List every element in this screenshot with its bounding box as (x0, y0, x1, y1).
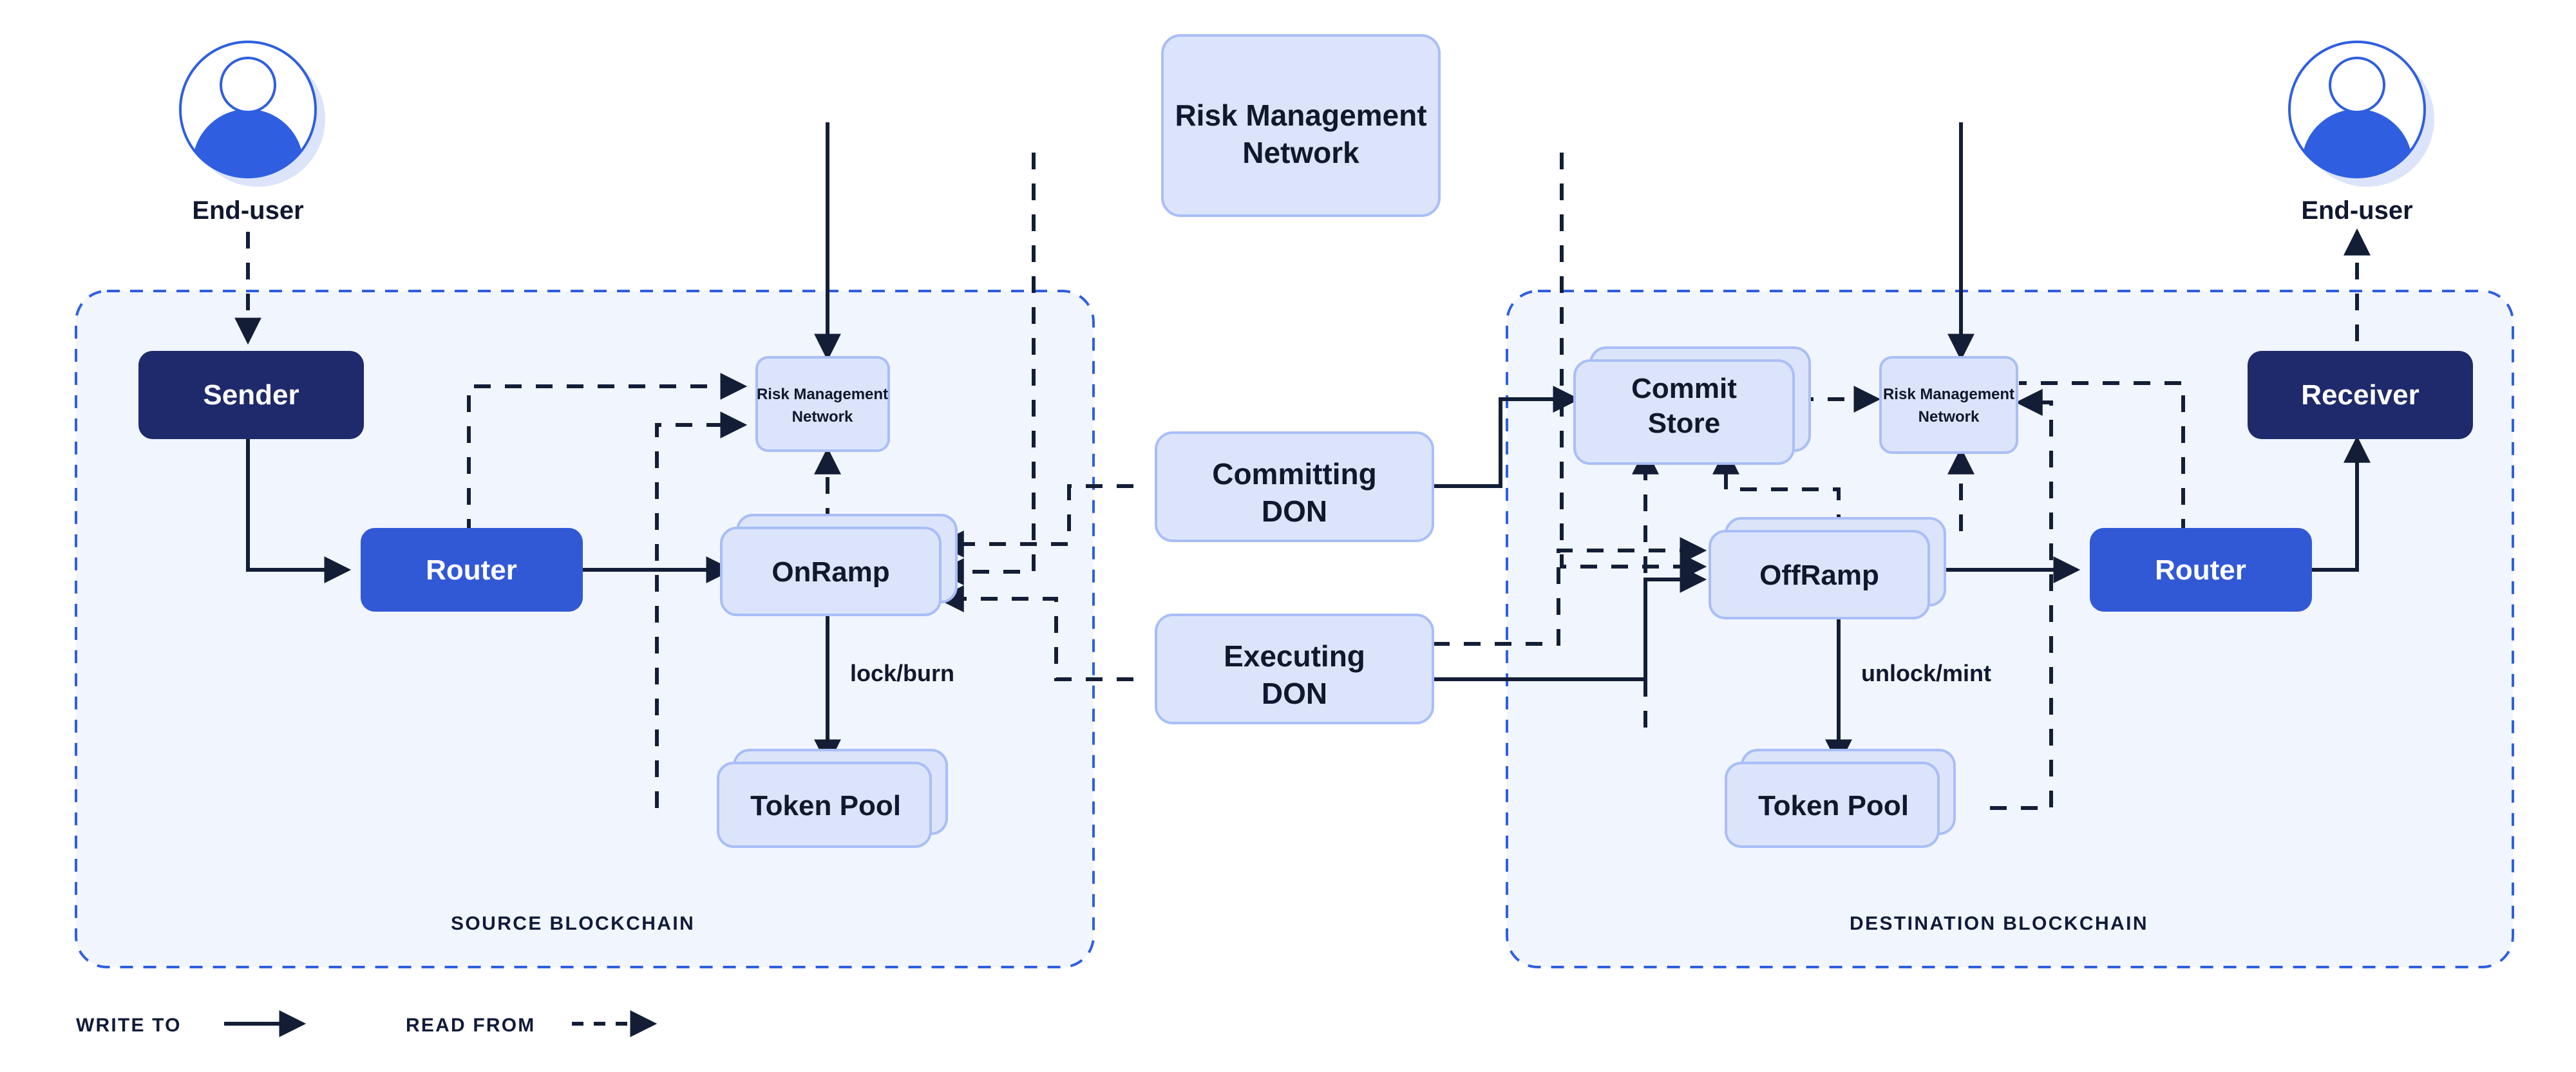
executing-don-line1: Executing (1224, 639, 1365, 673)
legend-write-to-label: WRITE TO (76, 1015, 182, 1036)
enduser-left-label: End-user (192, 196, 303, 225)
edge-committing-don-read-onramp (936, 484, 1133, 558)
rmn-dest-line1: Risk Management (1883, 386, 2014, 403)
commit-store-line1: Commit (1631, 373, 1737, 404)
edge-label-lock-burn: lock/burn (850, 660, 954, 686)
edge-tokenpool-src-to-rmn-source (655, 411, 748, 808)
edge-sender-to-router (246, 439, 352, 583)
node-sender[interactable]: Sender (138, 351, 364, 439)
node-token-pool-dest[interactable]: Token Pool (1725, 749, 1956, 848)
rmn-top-line1: Risk Management (1175, 99, 1426, 132)
node-risk-management-network-dest[interactable]: Risk Management Network (1879, 356, 2018, 454)
receiver-label: Receiver (2301, 379, 2419, 411)
rmn-source-line2: Network (792, 408, 853, 426)
node-executing-don[interactable]: Executing DON (1155, 614, 1434, 724)
rmn-top-line2: Network (1242, 136, 1359, 169)
edge-label-unlock-mint: unlock/mint (1861, 660, 1991, 686)
legend-item-read-from: READ FROM (406, 1010, 658, 1037)
edge-committing-don-to-commitstore (1433, 386, 1580, 488)
connectors (234, 122, 2371, 810)
actor-enduser-right[interactable]: End-user (2288, 41, 2434, 225)
token-pool-dest-label: Token Pool (1758, 790, 1909, 822)
node-onramp[interactable]: OnRamp (720, 514, 958, 616)
node-committing-don[interactable]: Committing DON (1155, 431, 1434, 542)
edge-router-dest-to-receiver (2299, 435, 2371, 572)
onramp-label: OnRamp (772, 556, 889, 588)
node-receiver[interactable]: Receiver (2248, 351, 2473, 439)
enduser-right-label: End-user (2301, 196, 2412, 225)
node-risk-management-network-source[interactable]: Risk Management Network (755, 356, 890, 452)
edge-offramp-to-commitstore (1712, 447, 1841, 531)
router-dest-label: Router (2155, 554, 2246, 586)
edge-executing-don-read-onramp (936, 585, 1133, 681)
user-avatar-icon (2288, 41, 2434, 187)
token-pool-source-label: Token Pool (750, 790, 901, 822)
legend: WRITE TO READ FROM (76, 1010, 658, 1037)
rmn-source-line1: Risk Management (757, 386, 888, 403)
sender-label: Sender (203, 379, 299, 411)
zone-destination-label: DESTINATION BLOCKCHAIN (1850, 913, 2148, 934)
user-avatar-icon (179, 41, 325, 187)
committing-don-line1: Committing (1212, 457, 1377, 491)
node-token-pool-source[interactable]: Token Pool (717, 749, 948, 848)
router-source-label: Router (426, 554, 517, 586)
edge-rmn-top-read-onramp (936, 153, 1036, 585)
commit-store-line2: Store (1648, 408, 1720, 439)
committing-don-line2: DON (1262, 494, 1327, 528)
node-router-dest[interactable]: Router (2090, 528, 2312, 612)
edge-executing-don-read-offramp (1433, 537, 1707, 646)
node-router-source[interactable]: Router (361, 528, 583, 612)
edge-router-dest-read (2019, 381, 2185, 567)
legend-read-from-label: READ FROM (406, 1015, 535, 1036)
node-offramp[interactable]: OffRamp (1709, 517, 1946, 619)
legend-item-write-to: WRITE TO (76, 1010, 307, 1037)
executing-don-line2: DON (1262, 677, 1327, 710)
offramp-label: OffRamp (1759, 560, 1879, 591)
actor-enduser-left[interactable]: End-user (179, 41, 325, 225)
zone-source-label: SOURCE BLOCKCHAIN (451, 913, 695, 934)
node-risk-management-network-top[interactable]: Risk Management Network (1161, 34, 1441, 217)
rmn-dest-line2: Network (1918, 408, 1980, 426)
node-commit-store[interactable]: Commit Store (1573, 346, 1811, 465)
edge-tokenpool-dest-to-rmn-dest (1990, 389, 2053, 810)
edge-rmn-top-read-commitstore (1560, 153, 1707, 580)
